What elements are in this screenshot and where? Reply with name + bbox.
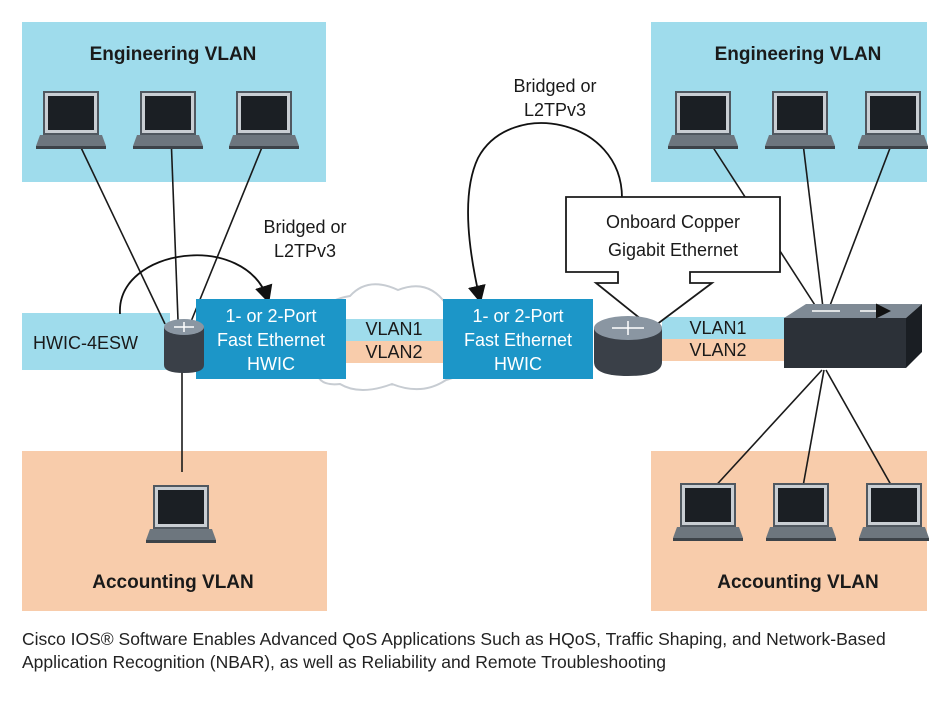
right-vlan2-band: [662, 339, 788, 361]
left-bridge-text-line-2: L2TPv3: [274, 241, 336, 261]
right-hwic-box: [443, 299, 593, 379]
right-accounting-laptop-2: [765, 483, 837, 542]
callout-line-1: Onboard Copper: [606, 212, 740, 232]
left-hwic-line-2: Fast Ethernet: [217, 330, 325, 350]
left-bridge-arc: [119, 254, 273, 315]
right-hwic-line-1: 1- or 2-Port: [472, 306, 563, 326]
right-vlan1-label: VLAN1: [689, 318, 746, 338]
left-engineering-title: Engineering VLAN: [90, 44, 257, 65]
wan-vlan1-band: [334, 319, 466, 341]
right-hwic-line-3: HWIC: [494, 354, 542, 374]
left-engineering-laptop-3: [228, 91, 300, 150]
left-engineering-laptop-1: [35, 91, 107, 150]
right-bridge-arc: [467, 122, 623, 304]
right-vlan1-band: [662, 317, 788, 339]
right-hwic-line-2: Fast Ethernet: [464, 330, 572, 350]
wan-vlan1-label: VLAN1: [365, 319, 422, 339]
left-accounting-title: Accounting VLAN: [92, 572, 254, 593]
right-engineering-laptop-2: [764, 91, 836, 150]
wan-vlan2-band: [334, 341, 466, 363]
right-engineering-title: Engineering VLAN: [715, 44, 882, 65]
left-bridge-text-line-1: Bridged or: [263, 217, 346, 237]
right-accounting-title: Accounting VLAN: [717, 572, 879, 593]
callout-line-2: Gigabit Ethernet: [608, 240, 738, 260]
callout-box: [565, 196, 781, 330]
right-accounting-laptop-3: [858, 483, 930, 542]
right-engineering-laptop-1: [667, 91, 739, 150]
hwic-4esw-label: HWIC-4ESW: [33, 333, 138, 353]
right-engineering-laptop-3: [857, 91, 929, 150]
right-vlan2-label: VLAN2: [689, 340, 746, 360]
right-bridge-text-line-2: L2TPv3: [524, 100, 586, 120]
wan-vlan2-label: VLAN2: [365, 342, 422, 362]
right-accounting-laptop-1: [672, 483, 744, 542]
left-router: [163, 318, 205, 374]
left-hwic-box: [196, 299, 346, 379]
left-engineering-laptop-2: [132, 91, 204, 150]
right-router: [594, 316, 662, 376]
left-hwic-line-1: 1- or 2-Port: [225, 306, 316, 326]
left-links: [74, 134, 268, 472]
figure-caption: Cisco IOS® Software Enables Advanced QoS…: [22, 629, 886, 672]
hwic-4esw-strip: [22, 313, 170, 370]
right-bridge-text-line-1: Bridged or: [513, 76, 596, 96]
workgroup-switch: [784, 304, 922, 368]
left-accounting-laptop: [145, 485, 217, 544]
left-hwic-line-3: HWIC: [247, 354, 295, 374]
